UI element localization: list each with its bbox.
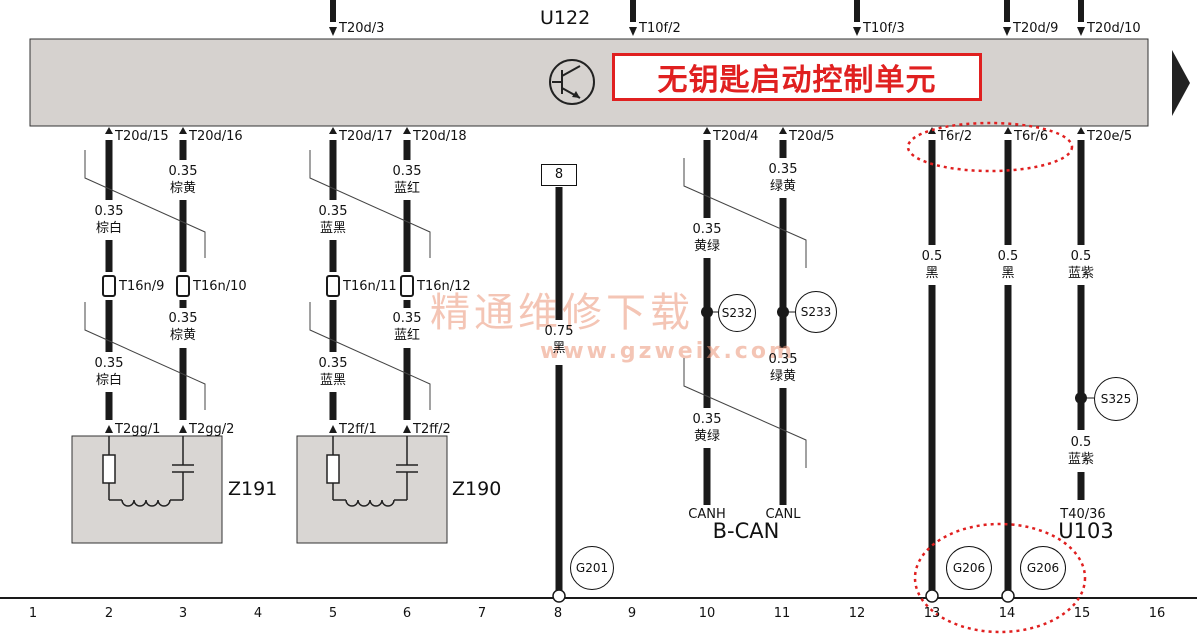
inline-connector-label: T16n/9 — [119, 279, 165, 294]
column-number: 11 — [773, 606, 791, 621]
column-number: 8 — [553, 606, 563, 621]
bottom-pin: T6r/2 — [938, 129, 973, 144]
column-number: 12 — [848, 606, 866, 621]
bottom-pin: T20d/18 — [413, 129, 467, 144]
top-pin: T20d/3 — [339, 21, 385, 36]
highlight-pins — [906, 121, 1074, 173]
bottom-pin: T20d/5 — [789, 129, 835, 144]
wire-color: 黄绿 — [693, 429, 721, 444]
inline-connector-label: T16n/12 — [417, 279, 471, 294]
wire-color: 黑 — [552, 341, 566, 356]
wire-color: 黑 — [925, 266, 939, 281]
wire-color: 蓝紫 — [1067, 266, 1095, 281]
column-number: 15 — [1073, 606, 1091, 621]
bottom-pin: T20d/4 — [713, 129, 759, 144]
bottom-pin: T20d/15 — [115, 129, 169, 144]
splice-label: S233 — [795, 291, 837, 333]
column-number: 4 — [253, 606, 263, 621]
wire-size: 0.35 — [768, 352, 798, 367]
antenna-name: Z191 — [228, 478, 278, 500]
column-number: 9 — [627, 606, 637, 621]
wire-size: 0.35 — [94, 356, 124, 371]
watermark-url: www.gzweix.com — [540, 339, 795, 364]
wire-size: 0.5 — [1070, 435, 1092, 450]
antenna-name: Z190 — [452, 478, 502, 500]
wire-color: 蓝紫 — [1067, 452, 1095, 467]
unit-title-text: 无钥匙启动控制单元 — [657, 63, 937, 98]
bottom-pin: T20d/16 — [189, 129, 243, 144]
wire-size: 0.5 — [921, 249, 943, 264]
bottom-pin: T6r/6 — [1014, 129, 1049, 144]
column-number: 10 — [698, 606, 716, 621]
column-number: 13 — [923, 606, 941, 621]
unit-title: 无钥匙启动控制单元 — [612, 53, 982, 101]
antenna-pin: T2gg/1 — [115, 422, 161, 437]
wire-size: 0.75 — [544, 324, 574, 339]
top-pin: T20d/10 — [1087, 21, 1141, 36]
wire-size: 0.5 — [1070, 249, 1092, 264]
inline-connector-label: T16n/10 — [193, 279, 247, 294]
wire-size: 0.35 — [392, 311, 422, 326]
wire-size: 0.35 — [392, 164, 422, 179]
wire-size: 0.35 — [318, 356, 348, 371]
wire-size: 0.5 — [997, 249, 1019, 264]
wire-color: 棕黄 — [169, 328, 197, 343]
column-number: 7 — [477, 606, 487, 621]
antenna-z191-box — [71, 435, 223, 544]
inline-connector-label: T16n/11 — [343, 279, 397, 294]
wire-color: 绿黄 — [769, 369, 797, 384]
canl-label: CANL — [765, 507, 801, 522]
ground-label: G201 — [570, 546, 614, 590]
wire-color: 黑 — [1001, 266, 1015, 281]
splice-label: S325 — [1094, 377, 1138, 421]
column-number: 3 — [178, 606, 188, 621]
top-pin: T20d/9 — [1013, 21, 1059, 36]
bottom-pin: T20d/17 — [339, 129, 393, 144]
u103-pin: T40/36 — [1060, 507, 1106, 522]
ground-label: G206 — [1020, 546, 1066, 590]
column-number: 1 — [28, 606, 38, 621]
unit-code: U122 — [540, 7, 591, 29]
column-number: 6 — [402, 606, 412, 621]
wire-size: 0.35 — [94, 204, 124, 219]
u103-code: U103 — [1058, 519, 1114, 543]
bottom-pin: T20e/5 — [1087, 129, 1133, 144]
highlight-grounds — [913, 522, 1087, 634]
wire-size: 0.35 — [768, 162, 798, 177]
column-number: 14 — [998, 606, 1016, 621]
bus-name: B-CAN — [712, 519, 780, 543]
wire-color: 棕白 — [95, 373, 123, 388]
column-number: 5 — [328, 606, 338, 621]
transistor-icon — [549, 59, 595, 105]
wire-color: 棕黄 — [169, 181, 197, 196]
wire-color: 绿黄 — [769, 179, 797, 194]
watermark-text: 精通维修下载 — [430, 290, 694, 336]
top-pin: T10f/3 — [863, 21, 905, 36]
wire-size: 0.35 — [168, 164, 198, 179]
column-number: 2 — [104, 606, 114, 621]
wire-size: 0.35 — [692, 412, 722, 427]
wire-color: 蓝黑 — [319, 221, 347, 236]
wire-size: 0.35 — [692, 222, 722, 237]
continue-arrow-icon — [1172, 50, 1190, 116]
top-pin: T10f/2 — [639, 21, 681, 36]
connector-box: 8 — [541, 164, 577, 186]
column-number: 16 — [1148, 606, 1166, 621]
antenna-pin: T2ff/1 — [339, 422, 377, 437]
antenna-pin: T2gg/2 — [189, 422, 235, 437]
wire-size: 0.35 — [168, 311, 198, 326]
ground-label: G206 — [946, 546, 992, 590]
wire-color: 棕白 — [95, 221, 123, 236]
splice-label: S232 — [718, 294, 756, 332]
wire-color: 蓝红 — [393, 328, 421, 343]
wire-color: 蓝黑 — [319, 373, 347, 388]
antenna-pin: T2ff/2 — [413, 422, 451, 437]
canh-label: CANH — [688, 507, 726, 522]
wire-color: 黄绿 — [693, 239, 721, 254]
antenna-z190-box — [296, 435, 448, 544]
wire-size: 0.35 — [318, 204, 348, 219]
wire-color: 蓝红 — [393, 181, 421, 196]
